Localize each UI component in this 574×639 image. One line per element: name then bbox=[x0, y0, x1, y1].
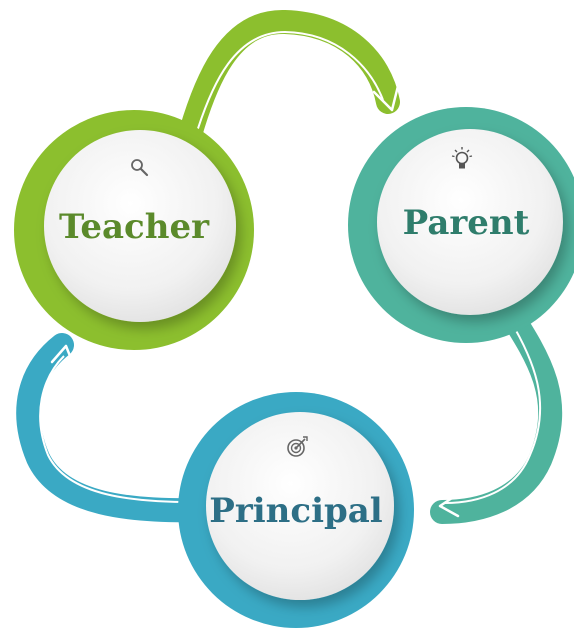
teacher-label: Teacher bbox=[59, 207, 210, 247]
connector-principal-to-teacher bbox=[16, 333, 217, 523]
arrowhead-green bbox=[372, 84, 400, 112]
connector-teacher-to-parent bbox=[176, 10, 400, 154]
arrowhead-blue bbox=[50, 344, 76, 368]
target-icon bbox=[287, 436, 308, 457]
principal-label: Principal bbox=[209, 491, 383, 531]
node-principal: Principal bbox=[178, 392, 414, 628]
lightbulb-icon bbox=[451, 147, 473, 169]
arrowhead-teal bbox=[438, 492, 460, 518]
node-parent: Parent bbox=[348, 107, 574, 343]
node-teacher: Teacher bbox=[14, 110, 254, 350]
connector-parent-to-principal bbox=[430, 298, 563, 524]
parent-label: Parent bbox=[403, 203, 530, 243]
magnifier-icon bbox=[131, 159, 149, 177]
